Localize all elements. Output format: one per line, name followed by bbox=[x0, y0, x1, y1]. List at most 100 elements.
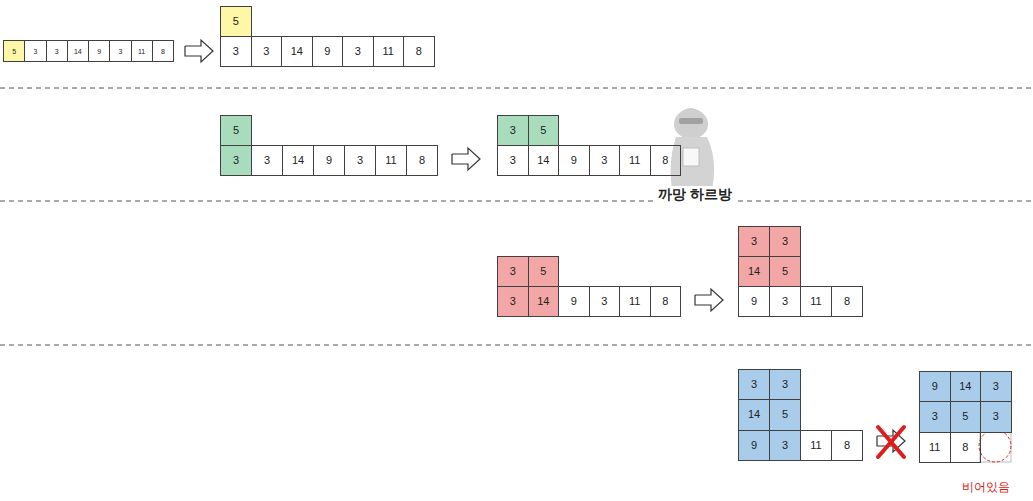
cell-number: 5 bbox=[12, 48, 16, 55]
cell-number: 9 bbox=[326, 155, 332, 166]
cell-number: 8 bbox=[844, 296, 850, 307]
number-cell: 3 bbox=[980, 371, 1012, 402]
cell-number: 14 bbox=[292, 155, 304, 166]
cell-number: 11 bbox=[810, 296, 821, 307]
step-arrow bbox=[185, 40, 213, 62]
dashed-separator bbox=[0, 88, 1033, 89]
cell-number: 3 bbox=[782, 440, 788, 451]
number-cell: 3 bbox=[497, 145, 529, 176]
dashed-separator bbox=[0, 201, 1033, 202]
cell-number: 9 bbox=[751, 440, 757, 451]
number-cell: 3 bbox=[769, 286, 801, 317]
number-cell: 8 bbox=[650, 286, 682, 317]
cell-number: 3 bbox=[782, 379, 788, 390]
statue-glasses bbox=[679, 118, 703, 124]
cell-number: 14 bbox=[74, 48, 82, 55]
step-arrow bbox=[695, 289, 723, 311]
number-cell: 5 bbox=[769, 256, 801, 287]
number-cell: 9 bbox=[738, 286, 770, 317]
cell-number: 9 bbox=[571, 155, 577, 166]
number-cell: 3 bbox=[109, 40, 131, 62]
cell-number: 9 bbox=[932, 381, 938, 392]
watermark-text: 까망 하르방 bbox=[656, 186, 734, 203]
cell-number: 3 bbox=[263, 46, 269, 57]
cell-number: 3 bbox=[510, 125, 516, 136]
number-cell: 3 bbox=[769, 226, 801, 257]
cross-stroke bbox=[878, 427, 904, 457]
cell-number: 11 bbox=[629, 155, 640, 166]
cell-number: 8 bbox=[844, 440, 850, 451]
number-cell: 3 bbox=[497, 115, 529, 146]
cell-number: 9 bbox=[97, 48, 101, 55]
cell-number: 14 bbox=[959, 381, 971, 392]
number-cell: 11 bbox=[375, 145, 407, 176]
cell-number: 3 bbox=[118, 48, 122, 55]
number-cell: 5 bbox=[3, 40, 25, 62]
cell-number: 9 bbox=[571, 296, 577, 307]
cell-number: 3 bbox=[601, 296, 607, 307]
number-cell: 3 bbox=[251, 36, 283, 67]
number-cell: 3 bbox=[344, 145, 376, 176]
number-cell: 5 bbox=[220, 115, 252, 146]
cell-number: 3 bbox=[510, 155, 516, 166]
cell-number: 3 bbox=[233, 46, 239, 57]
cell-number: 3 bbox=[782, 296, 788, 307]
number-cell: 9 bbox=[558, 286, 590, 317]
number-cell: 3 bbox=[497, 256, 529, 287]
cell-number: 3 bbox=[993, 381, 999, 392]
number-cell: 11 bbox=[619, 286, 651, 317]
number-cell: 3 bbox=[738, 226, 770, 257]
number-cell: 9 bbox=[312, 36, 344, 67]
cell-number: 8 bbox=[419, 155, 425, 166]
number-cell: 3 bbox=[769, 430, 801, 461]
statue-paper bbox=[683, 148, 699, 166]
cell-number: 11 bbox=[383, 46, 394, 57]
cell-number: 14 bbox=[291, 46, 303, 57]
number-cell: 14 bbox=[282, 145, 314, 176]
cell-number: 3 bbox=[601, 155, 607, 166]
dashed-separator bbox=[0, 345, 1033, 346]
cell-number: 8 bbox=[662, 296, 668, 307]
cell-number: 3 bbox=[510, 266, 516, 277]
number-cell: 8 bbox=[650, 145, 682, 176]
number-cell: 8 bbox=[950, 432, 982, 463]
number-cell: 9 bbox=[88, 40, 110, 62]
number-cell: 11 bbox=[919, 432, 951, 463]
number-cell: 9 bbox=[558, 145, 590, 176]
number-cell: 3 bbox=[497, 286, 529, 317]
number-cell: 8 bbox=[831, 286, 863, 317]
number-cell: 3 bbox=[342, 36, 374, 67]
red-cross bbox=[878, 427, 904, 457]
number-cell: 9 bbox=[313, 145, 345, 176]
number-cell: 11 bbox=[800, 430, 832, 461]
cell-number: 3 bbox=[993, 411, 999, 422]
number-cell: 14 bbox=[281, 36, 313, 67]
statue-watermark bbox=[671, 108, 714, 190]
number-cell: 14 bbox=[528, 286, 560, 317]
step-arrow bbox=[452, 148, 480, 170]
separators bbox=[0, 88, 1033, 345]
number-cell: 11 bbox=[800, 286, 832, 317]
number-cell: 3 bbox=[220, 36, 252, 67]
cell-number: 3 bbox=[233, 155, 239, 166]
number-cell: 8 bbox=[406, 145, 438, 176]
cell-number: 3 bbox=[932, 411, 938, 422]
cell-number: 3 bbox=[751, 236, 757, 247]
number-cell: 14 bbox=[528, 145, 560, 176]
number-cell: 3 bbox=[980, 401, 1012, 432]
cell-number: 5 bbox=[782, 266, 788, 277]
cell-number: 5 bbox=[233, 16, 239, 27]
cell-number: 5 bbox=[782, 409, 788, 420]
cell-number: 14 bbox=[748, 266, 760, 277]
number-cell: 5 bbox=[950, 401, 982, 432]
number-cell: 11 bbox=[619, 145, 651, 176]
cell-number: 8 bbox=[662, 155, 668, 166]
cell-number: 11 bbox=[138, 48, 145, 55]
cell-number: 8 bbox=[416, 46, 422, 57]
step-arrows bbox=[185, 40, 905, 457]
number-cell: 8 bbox=[831, 430, 863, 461]
number-cell: 3 bbox=[589, 286, 621, 317]
cell-number: 14 bbox=[537, 155, 549, 166]
cell-number: 14 bbox=[748, 409, 760, 420]
cell-number: 3 bbox=[264, 155, 270, 166]
